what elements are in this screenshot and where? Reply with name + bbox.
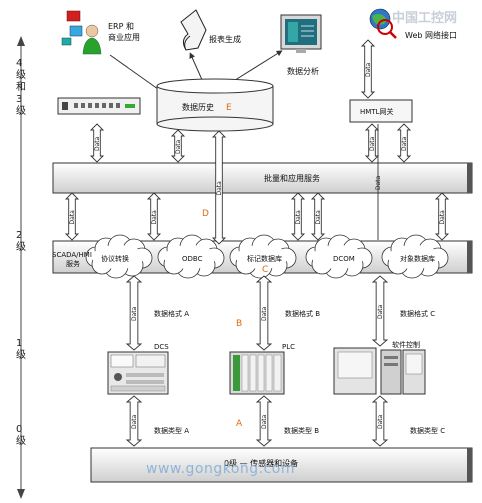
software-control-device	[333, 347, 426, 395]
web-label: Web 网络接口	[405, 30, 457, 40]
arrow-data-label: Data	[131, 306, 138, 321]
arrow-format-b: Data	[255, 275, 273, 351]
arrow-data-label: Data	[216, 181, 223, 196]
arrow-batch-tag: Data	[290, 192, 306, 241]
service-object-label: 对象数据库	[400, 254, 435, 263]
type-c-label: 数据类型 C	[410, 426, 445, 435]
service-protocol-label: 协议转换	[101, 254, 129, 263]
letter-b: B	[236, 319, 242, 329]
erp-label: ERP 和商业应用	[108, 22, 140, 42]
data-history-letter: E	[226, 103, 232, 113]
arrow-format-a: Data	[125, 275, 143, 351]
service-cloud	[157, 234, 225, 279]
analysis-monitor-icon	[280, 14, 322, 53]
arrow-data-label: Data	[69, 210, 76, 225]
arrow-data-label: Data	[377, 304, 384, 319]
arrow-data-label: Data	[369, 136, 376, 151]
web-globe-icon	[369, 8, 397, 39]
report-label: 报表生成	[209, 34, 241, 44]
service-tag-label: 标记数据库	[247, 254, 282, 263]
service-clouds	[85, 234, 449, 279]
arrow-history-batch: Data	[170, 129, 186, 163]
arrow-web-gateway: Data	[360, 39, 376, 99]
site-logo: 中国工控网	[392, 10, 457, 26]
sensor-bar	[90, 447, 473, 483]
arrow-type-b: Data	[255, 395, 273, 447]
dcs-device	[107, 351, 169, 395]
erp-users-icon	[61, 10, 102, 55]
sensor-label: 0级 — 传感器和设备	[224, 458, 298, 468]
html-gateway-box	[349, 99, 413, 123]
service-odbc-label: ODBC	[182, 255, 203, 263]
plc-device	[229, 351, 285, 395]
arrow-type-a: Data	[125, 395, 143, 447]
arrow-data-label: Data	[401, 136, 408, 151]
arrow-switch-batch: Data	[89, 123, 105, 163]
plc-label: PLC	[282, 343, 295, 351]
letter-a: A	[236, 419, 243, 429]
arrow-batch-scada: Data	[64, 192, 80, 241]
analysis-label: 数据分析	[287, 66, 319, 76]
service-cloud	[85, 234, 153, 279]
arrow-data-label: Data	[131, 414, 138, 429]
arrow-data-label: Data	[439, 210, 446, 225]
format-b-label: 数据格式 B	[285, 309, 320, 318]
arrow-data-label: Data	[365, 62, 372, 77]
service-cloud	[305, 234, 373, 279]
format-c-label: 数据格式 C	[400, 309, 435, 318]
arrow-history-services: Data	[211, 130, 227, 245]
service-cloud	[229, 234, 297, 279]
arrow-type-c: Data	[371, 395, 389, 447]
history-connectors	[109, 50, 283, 95]
arrow-data-label: Data	[94, 136, 101, 151]
arrow-data-label: Data	[315, 210, 322, 225]
report-icon	[180, 9, 207, 51]
arrow-hidden: Data	[375, 123, 382, 241]
level-axis	[17, 36, 25, 499]
network-switch	[57, 97, 141, 115]
batch-services-label: 批量和应用服务	[264, 173, 320, 183]
arrow-gateway-batch: Data	[364, 123, 380, 163]
arrow-batch-tag-2: Data	[310, 192, 326, 241]
type-a-label: 数据类型 A	[154, 426, 189, 435]
arrow-data-label: Data	[377, 414, 384, 429]
arrow-data-label: Data	[151, 210, 158, 225]
arrow-data-label: Data	[175, 139, 182, 154]
arrow-data-label: Data	[261, 306, 268, 321]
arrow-format-c: Data	[371, 275, 389, 347]
arrow-gateway-batch-2: Data	[396, 123, 412, 163]
type-b-label: 数据类型 B	[284, 426, 319, 435]
arrow-data-label: Data	[375, 175, 382, 190]
arrow-data-label: Data	[295, 210, 302, 225]
format-a-label: 数据格式 A	[154, 309, 189, 318]
dcs-label: DCS	[154, 343, 169, 351]
gateway-label: HMTL网关	[360, 107, 393, 116]
arrow-data-label: Data	[261, 414, 268, 429]
letter-d: D	[202, 209, 209, 219]
data-history-cylinder	[156, 78, 274, 132]
service-cloud	[381, 234, 449, 279]
service-dcom-label: DCOM	[333, 255, 355, 263]
software-control-label: 软件控制	[392, 340, 420, 349]
batch-services-bar	[52, 162, 473, 194]
data-history-label: 数据历史	[182, 102, 214, 112]
arrow-batch-object: Data	[434, 192, 450, 241]
letter-c: C	[262, 265, 268, 275]
watermark: www.gongkong.com	[146, 461, 295, 477]
arrow-batch-odbc: Data	[146, 192, 162, 241]
